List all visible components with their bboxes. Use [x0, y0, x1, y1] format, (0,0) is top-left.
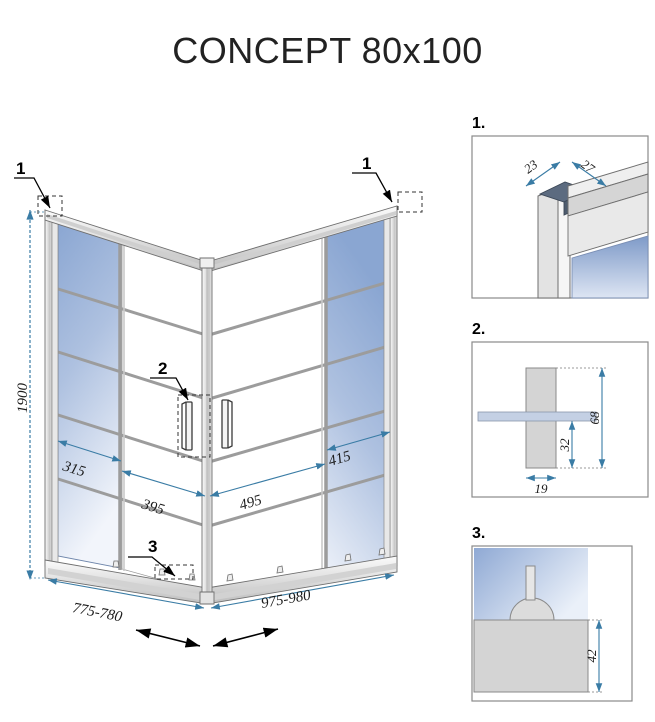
- callout-3-leader: [128, 556, 176, 577]
- right-fixed-glass-panel: [326, 213, 391, 571]
- detail-3-number: 3.: [472, 525, 485, 542]
- right-wall-assembly: [206, 205, 398, 605]
- left-vertical-post-inner: [51, 212, 59, 573]
- detail-1-dim-23-label: 23: [521, 156, 541, 176]
- detail-3-dim-42-label: 42: [584, 649, 599, 663]
- detail-2-dim-19-label: 19: [535, 481, 549, 496]
- page-title: CONCEPT 80x100: [172, 30, 483, 71]
- detail-3-panel: 3. 42: [471, 525, 633, 702]
- right-vertical-post-inner: [383, 208, 391, 572]
- dimension-315: 315: [57, 440, 122, 481]
- dimension-495-line: [209, 463, 326, 497]
- right-top-rail-shadow: [209, 211, 396, 270]
- door-opening-direction-arrows: [135, 627, 279, 648]
- dimension-395-label: 395: [139, 496, 167, 518]
- right-vertical-post: [389, 205, 398, 570]
- callout-1-right-label: 1: [362, 154, 371, 173]
- dimension-775-780-line: [47, 578, 205, 610]
- dimension-415: 415: [326, 431, 391, 470]
- detail-1-dim-27-label: 27: [578, 156, 598, 176]
- dimension-415-line: [326, 431, 391, 451]
- door-handles-group: [181, 399, 233, 451]
- dimension-975-980-line: [210, 573, 395, 610]
- detail-2-dim-32-label: 32: [557, 438, 572, 453]
- detail-2-glass-pane: [477, 411, 597, 422]
- dimension-495-label: 495: [238, 492, 265, 514]
- callout-1-right-marker-box: [397, 191, 423, 213]
- dimension-495: 495: [209, 463, 326, 514]
- right-door-handle: [221, 399, 233, 449]
- detail-1-horizontal-rail-lower: [567, 191, 649, 257]
- detail-1-panel: 1. 23 27: [471, 115, 649, 299]
- callout-1-top-right: 1: [352, 154, 423, 213]
- callout-2-label: 2: [158, 359, 167, 378]
- dimension-395-line: [121, 470, 206, 497]
- center-post-top-cap: [199, 257, 215, 269]
- callout-1-top-left: 1: [14, 159, 63, 217]
- left-fixed-glass-panel: [57, 221, 121, 569]
- left-door-handle: [181, 401, 193, 451]
- left-vertical-post: [44, 209, 53, 571]
- detail-1-number: 1.: [472, 115, 485, 132]
- detail-1-dim-27-line: [571, 161, 607, 187]
- callout-1-left-leader: [14, 177, 51, 209]
- detail-3-frame: [471, 545, 633, 702]
- dimension-775-780-label: 775-780: [71, 600, 124, 625]
- height-dimension-1900: 1900: [15, 210, 46, 580]
- detail-3-roller-stem: [525, 565, 536, 601]
- opening-arrow-left: [135, 628, 201, 648]
- callout-2-leader: [150, 377, 189, 401]
- callout-1-left-label: 1: [16, 159, 25, 178]
- center-corner-post: [199, 257, 215, 605]
- callout-2-marker-box: [177, 394, 211, 458]
- detail-3-rail-block: [473, 619, 589, 693]
- detail-1-dim-23-line: [525, 161, 561, 187]
- callout-1-right-leader: [352, 172, 393, 203]
- left-top-rail-shadow: [47, 214, 206, 270]
- left-wall-assembly: [44, 209, 208, 605]
- opening-arrow-right: [212, 627, 279, 648]
- detail-2-number: 2.: [472, 321, 485, 338]
- dimension-315-line: [57, 440, 122, 462]
- right-wall-mullions: [208, 279, 393, 528]
- detail-1-glass: [571, 235, 649, 299]
- detail-2-dim-68-label: 68: [587, 411, 602, 425]
- dimension-415-label: 415: [327, 448, 354, 470]
- detail-1-vertical-profile: [537, 187, 559, 299]
- height-dimension-label: 1900: [15, 383, 31, 414]
- dimension-315-label: 315: [60, 458, 88, 480]
- callout-1-left-marker-box: [37, 195, 63, 217]
- callout-3-label: 3: [148, 537, 157, 556]
- callout-2-handles: 2: [150, 359, 211, 458]
- center-post-bottom-cap: [199, 591, 215, 605]
- dimension-395: 395: [121, 470, 206, 519]
- detail-2-frame: [471, 341, 649, 498]
- detail-2-panel: 2. 68 32 19: [471, 321, 649, 498]
